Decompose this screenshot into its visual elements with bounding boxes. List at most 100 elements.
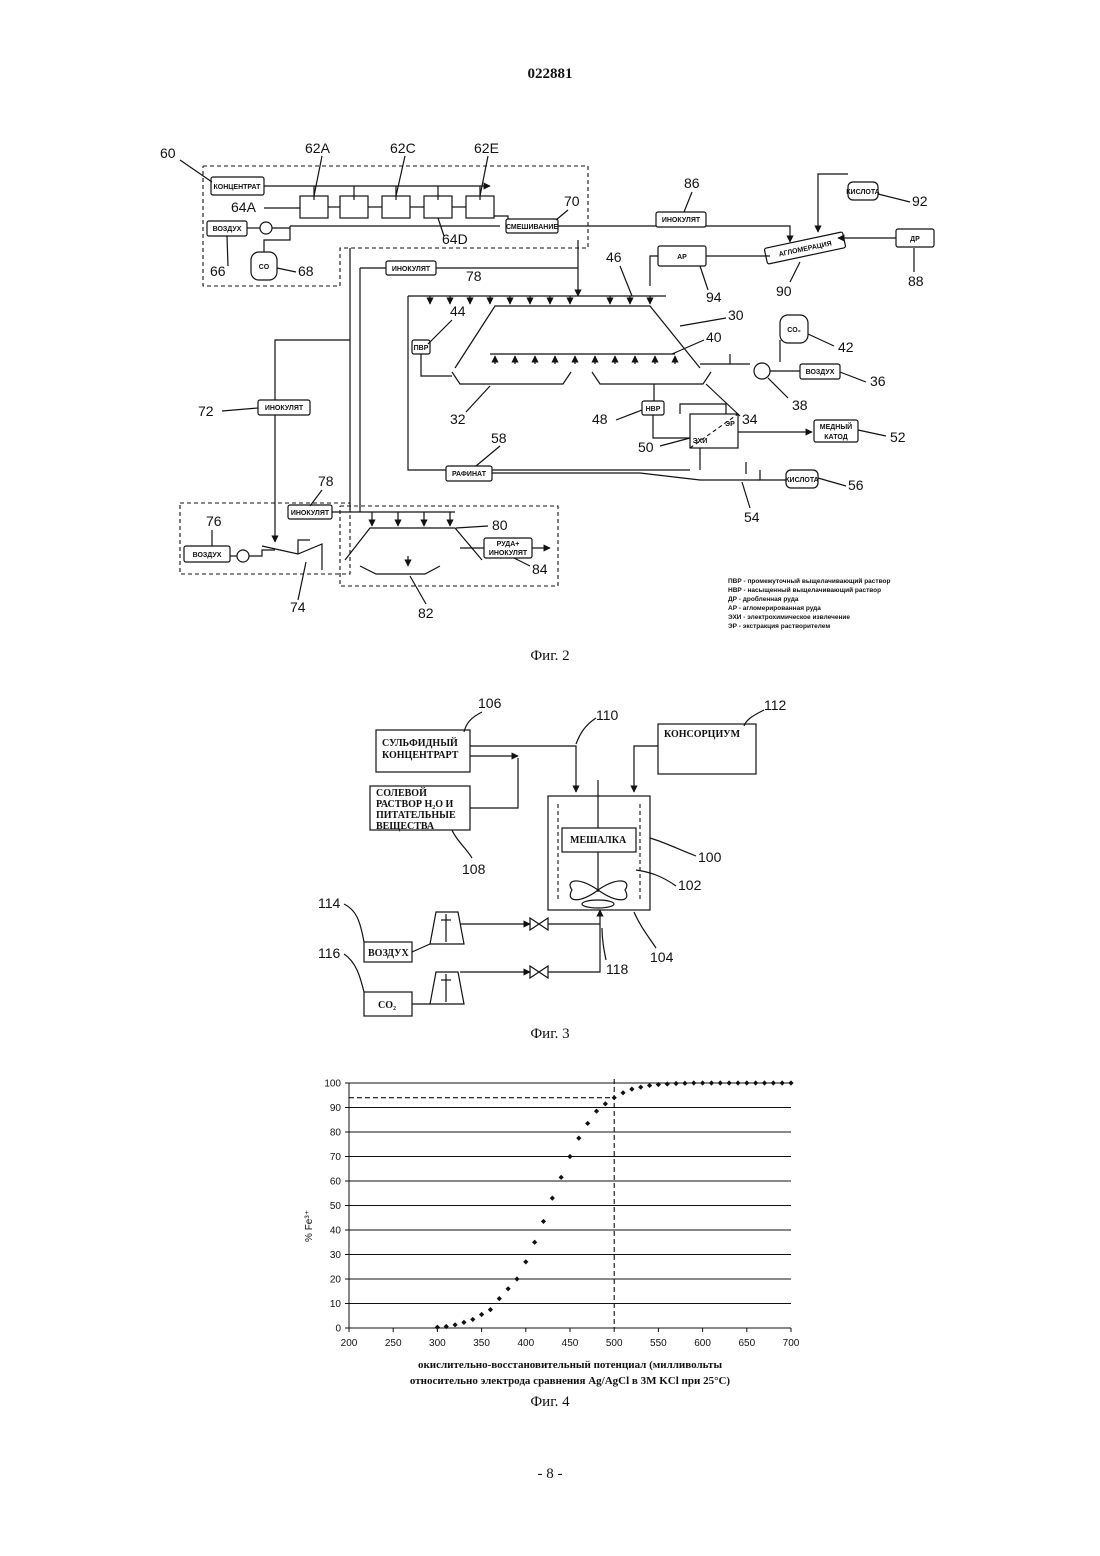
- x-tick-label: 350: [473, 1338, 490, 1349]
- blower-icon: [260, 222, 272, 234]
- svg-text:36: 36: [870, 373, 886, 389]
- heap-80: [345, 528, 482, 560]
- data-point: [470, 1317, 475, 1322]
- svg-text:86: 86: [684, 175, 700, 191]
- data-point: [691, 1080, 696, 1085]
- y-tick-label: 80: [330, 1128, 342, 1139]
- svg-text:КАТОД: КАТОД: [824, 434, 847, 441]
- data-point: [771, 1080, 776, 1085]
- data-point: [559, 1175, 564, 1180]
- svg-text:32: 32: [450, 411, 466, 427]
- figure-2-diagram: КОНЦЕНТРАТ СМЕШИВАНИЕ ВОЗДУХ CO ИНОКУЛЯТ…: [0, 0, 1100, 680]
- svg-text:66: 66: [210, 263, 226, 279]
- svg-text:52: 52: [890, 429, 906, 445]
- svg-text:78: 78: [318, 473, 334, 489]
- svg-text:ИНОКУЛЯТ: ИНОКУЛЯТ: [265, 405, 304, 412]
- svg-text:НВР - насыщенный выщелачивающи: НВР - насыщенный выщелачивающий раствор: [728, 586, 881, 594]
- svg-text:ПИТАТЕЛЬНЫЕ: ПИТАТЕЛЬНЫЕ: [376, 810, 456, 821]
- svg-text:РАФИНАТ: РАФИНАТ: [452, 471, 487, 478]
- svg-text:80: 80: [492, 517, 508, 533]
- tray-34: [592, 372, 711, 384]
- svg-text:РУДА+: РУДА+: [497, 541, 520, 548]
- svg-text:76: 76: [206, 513, 222, 529]
- y-tick-label: 0: [335, 1324, 341, 1335]
- reactor-train: [290, 186, 508, 226]
- data-point: [567, 1154, 572, 1159]
- svg-text:44: 44: [450, 303, 466, 319]
- x-tick-label: 500: [606, 1338, 623, 1349]
- data-point: [744, 1080, 749, 1085]
- svg-text:46: 46: [606, 249, 622, 265]
- svg-text:ЭХИ - электрохимическое извлеч: ЭХИ - электрохимическое извлечение: [728, 614, 850, 621]
- compressor-icon-air: [430, 912, 464, 944]
- data-point: [620, 1090, 625, 1095]
- svg-text:82: 82: [418, 605, 434, 621]
- x-axis-label-line-2: относительно электрода сравнения Ag/AgCl…: [410, 1375, 731, 1387]
- x-tick-label: 400: [517, 1338, 534, 1349]
- svg-text:АР - агломерированная руда: АР - агломерированная руда: [728, 605, 821, 612]
- svg-text:МЕДНЫЙ: МЕДНЫЙ: [820, 422, 852, 431]
- data-point: [576, 1136, 581, 1141]
- svg-text:64A: 64A: [231, 199, 257, 215]
- y-tick-label: 20: [330, 1275, 342, 1286]
- y-tick-label: 90: [330, 1103, 342, 1114]
- svg-text:74: 74: [290, 599, 306, 615]
- svg-text:118: 118: [606, 961, 629, 977]
- svg-text:ВОЗДУХ: ВОЗДУХ: [368, 948, 409, 959]
- svg-text:CO₂: CO₂: [378, 1000, 396, 1011]
- y-tick-label: 50: [330, 1201, 342, 1212]
- x-tick-label: 200: [341, 1338, 358, 1349]
- data-point: [647, 1083, 652, 1088]
- svg-text:78: 78: [466, 268, 482, 284]
- svg-text:ПВР: ПВР: [414, 345, 429, 352]
- svg-text:СУЛЬФИДНЫЙ: СУЛЬФИДНЫЙ: [382, 737, 458, 749]
- svg-text:60: 60: [160, 145, 176, 161]
- figure-4-caption: Фиг. 4: [450, 1394, 650, 1411]
- svg-text:88: 88: [908, 273, 924, 289]
- data-point: [638, 1085, 643, 1090]
- svg-text:ПВР - промежуточный выщелачива: ПВР - промежуточный выщелачивающий раств…: [728, 577, 890, 585]
- agglomeration-drum: АГЛОМЕРАЦИЯ: [764, 232, 846, 264]
- heap-aeration-arrows: [495, 356, 675, 364]
- svg-text:ЭР - экстракция растворителем: ЭР - экстракция растворителем: [728, 623, 830, 630]
- svg-text:72: 72: [198, 403, 214, 419]
- svg-text:62E: 62E: [474, 140, 499, 156]
- svg-text:АР: АР: [677, 254, 687, 261]
- svg-text:СОЛЕВОЙ: СОЛЕВОЙ: [376, 787, 427, 799]
- svg-text:104: 104: [650, 949, 674, 965]
- x-tick-label: 250: [385, 1338, 402, 1349]
- svg-text:МЕШАЛКА: МЕШАЛКА: [570, 835, 627, 846]
- svg-text:48: 48: [592, 411, 608, 427]
- data-point: [709, 1080, 714, 1085]
- svg-text:114: 114: [318, 895, 341, 911]
- valve-icon-co2: [530, 966, 548, 978]
- svg-text:58: 58: [491, 430, 507, 446]
- svg-text:ИНОКУЛЯТ: ИНОКУЛЯТ: [392, 266, 431, 273]
- data-point: [700, 1080, 705, 1085]
- y-tick-label: 70: [330, 1152, 342, 1163]
- air-label-top: ВОЗДУХ: [213, 226, 242, 233]
- svg-text:110: 110: [596, 707, 619, 723]
- y-tick-label: 60: [330, 1177, 342, 1188]
- data-point: [780, 1080, 785, 1085]
- svg-text:64D: 64D: [442, 231, 468, 247]
- data-point: [550, 1196, 555, 1201]
- svg-text:КОНЦЕНТРАРТ: КОНЦЕНТРАРТ: [382, 750, 459, 761]
- y-tick-label: 10: [330, 1299, 342, 1310]
- svg-text:50: 50: [638, 439, 654, 455]
- data-point: [532, 1240, 537, 1245]
- svg-text:68: 68: [298, 263, 314, 279]
- svg-text:100: 100: [698, 849, 722, 865]
- svg-text:116: 116: [318, 945, 341, 961]
- svg-text:42: 42: [838, 339, 854, 355]
- blower-icon-38: [754, 363, 770, 379]
- svg-text:ИНОКУЛЯТ: ИНОКУЛЯТ: [662, 217, 701, 224]
- data-point: [682, 1081, 687, 1086]
- data-point: [603, 1101, 608, 1106]
- svg-text:ИНОКУЛЯТ: ИНОКУЛЯТ: [489, 550, 528, 557]
- figure-3-caption: Фиг. 3: [450, 1026, 650, 1043]
- data-point: [735, 1080, 740, 1085]
- concentrate-label: КОНЦЕНТРАТ: [214, 184, 262, 191]
- valve-icon-air: [530, 918, 548, 930]
- svg-text:ЭХИ: ЭХИ: [693, 438, 708, 445]
